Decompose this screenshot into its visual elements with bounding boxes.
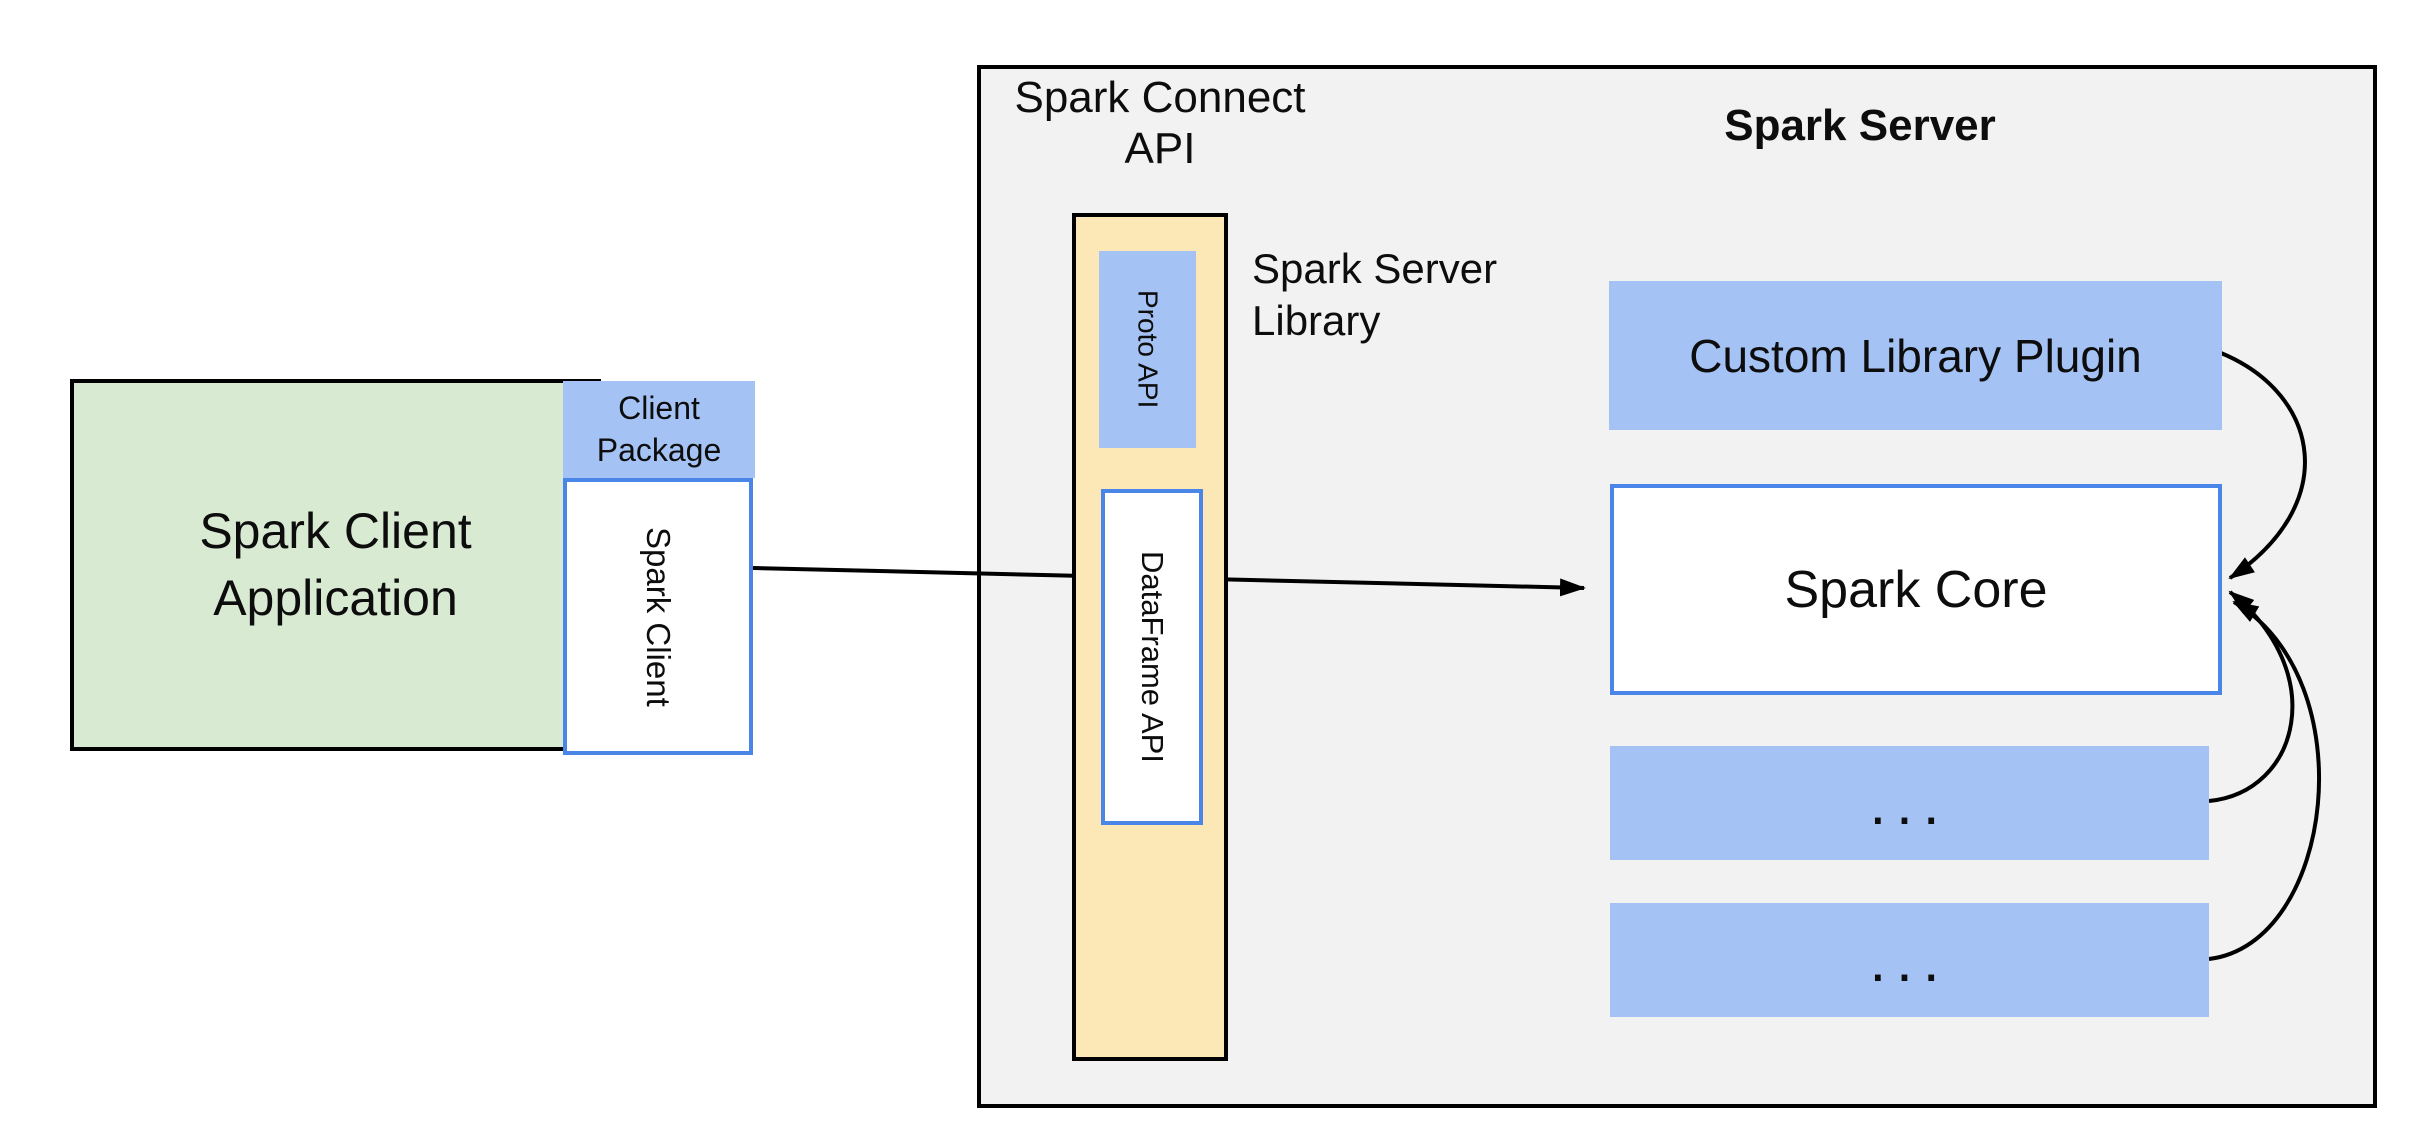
spark-core-label: Spark Core xyxy=(1784,560,2048,619)
spark-client-box: Spark Client xyxy=(563,478,753,755)
server-module-2-label: ... xyxy=(1869,926,1950,994)
proto-api-label: Proto API xyxy=(1132,290,1164,409)
spark-client-application-label: Spark Client Application xyxy=(70,379,601,751)
spark-connect-api-title: Spark Connect API xyxy=(995,72,1325,174)
custom-library-plugin-label: Custom Library Plugin xyxy=(1689,329,2142,382)
connect-title-line2: API xyxy=(1124,124,1196,174)
client-package-line1: Client xyxy=(618,389,700,426)
spark-server-library-label: Spark Server Library xyxy=(1252,243,1582,347)
connect-title-line1: Spark Connect xyxy=(1014,73,1306,122)
proto-api-box: Proto API xyxy=(1099,251,1196,448)
client-package-line2: Package xyxy=(596,431,722,468)
server-module-box-1: ... xyxy=(1610,746,2209,860)
server-module-box-2: ... xyxy=(1610,903,2209,1017)
arrow-module2-to-core xyxy=(2208,600,2321,961)
spark-client-application-box xyxy=(70,379,601,751)
custom-library-plugin-box: Custom Library Plugin xyxy=(1609,281,2222,430)
server-library-line1: Spark Server xyxy=(1252,245,1498,292)
client-package-box: Client Package xyxy=(563,381,755,478)
spark-server-title: Spark Server xyxy=(1724,101,1996,150)
arrow-plugin-to-core xyxy=(2220,351,2307,580)
dataframe-api-box: DataFrame API xyxy=(1101,489,1203,825)
app-label-line2: Application xyxy=(213,570,458,626)
app-label-line1: Spark Client xyxy=(199,502,472,559)
spark-client-label: Spark Client xyxy=(640,526,677,707)
spark-core-box: Spark Core xyxy=(1610,484,2222,695)
dataframe-api-label: DataFrame API xyxy=(1135,551,1170,763)
server-module-1-label: ... xyxy=(1869,769,1950,837)
server-library-line2: Library xyxy=(1252,297,1381,345)
